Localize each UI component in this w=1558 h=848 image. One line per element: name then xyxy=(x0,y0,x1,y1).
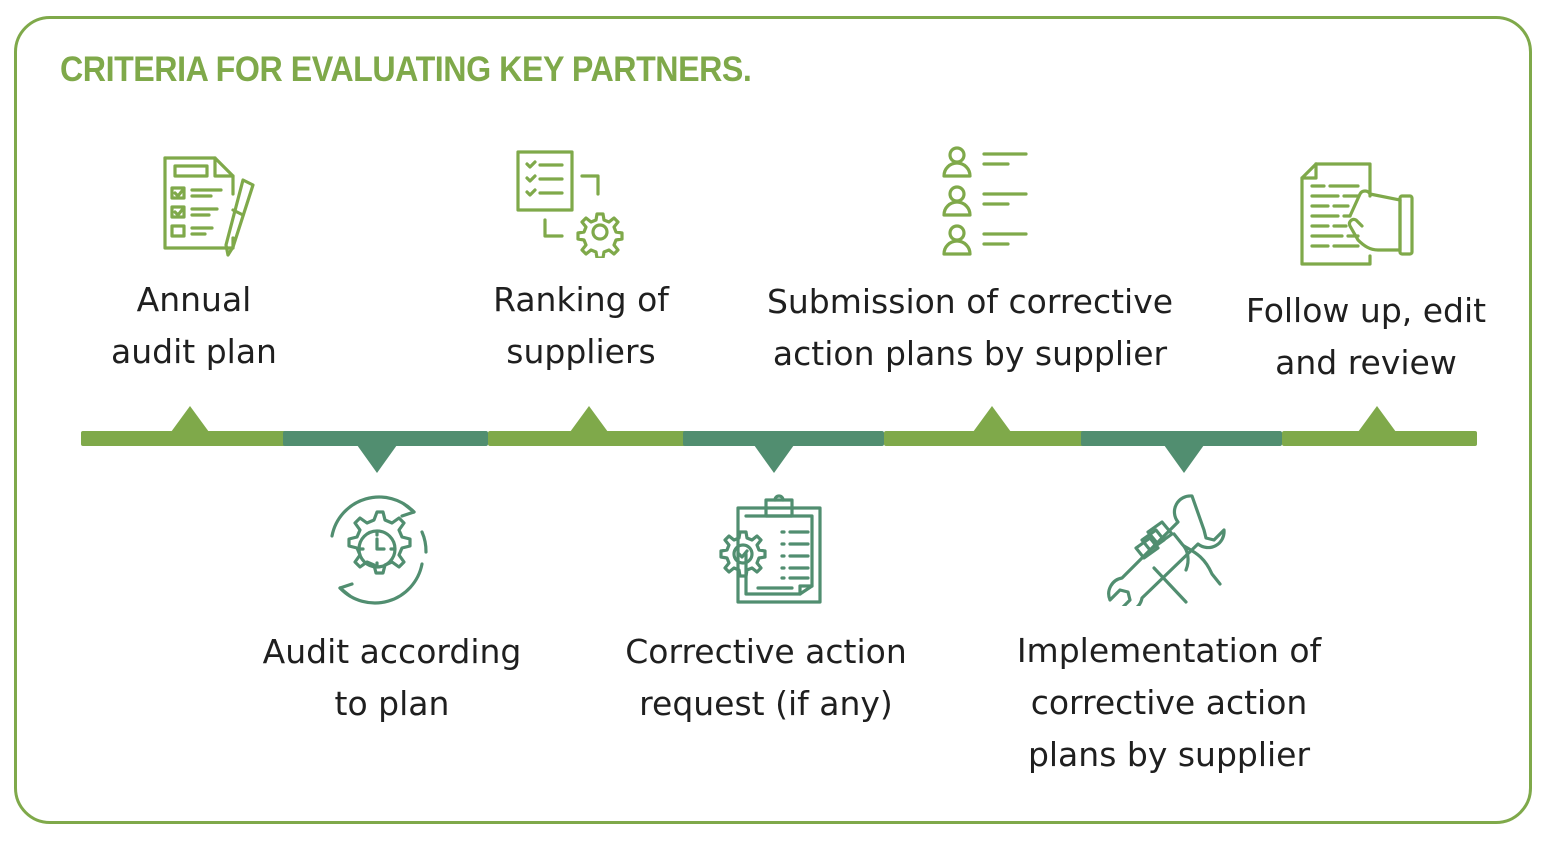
hand-wrench-icon xyxy=(1104,488,1228,606)
bar-segment-4 xyxy=(683,431,884,446)
marker-up-7 xyxy=(1358,406,1396,432)
diagram-frame xyxy=(14,16,1532,824)
step-label-3: Ranking of suppliers xyxy=(493,280,669,371)
marker-down-6 xyxy=(1164,445,1204,473)
step-label-6: Implementation of corrective action plan… xyxy=(1016,631,1322,774)
people-list-icon xyxy=(938,144,1030,258)
step-label-7: Follow up, edit and review xyxy=(1245,291,1487,382)
bar-segment-6 xyxy=(1081,431,1282,446)
diagram-title: CRITERIA FOR EVALUATING KEY PARTNERS. xyxy=(60,50,752,89)
bar-segment-5 xyxy=(884,431,1084,446)
bar-segment-2 xyxy=(283,431,488,446)
marker-down-2 xyxy=(357,445,397,473)
timeline-bar xyxy=(81,431,1477,446)
checklist-gear-icon xyxy=(510,146,628,258)
marker-up-3 xyxy=(570,406,608,432)
marker-up-1 xyxy=(171,406,209,432)
bar-segment-1 xyxy=(81,431,286,446)
step-label-4: Corrective action request (if any) xyxy=(625,632,907,723)
document-hand-icon xyxy=(1298,158,1416,268)
marker-up-5 xyxy=(973,406,1011,432)
step-label-2: Audit according to plan xyxy=(262,632,522,723)
step-label-1: Annual audit plan xyxy=(111,280,277,371)
step-label-5: Submission of corrective action plans by… xyxy=(766,282,1174,373)
marker-down-4 xyxy=(754,445,794,473)
bar-segment-7 xyxy=(1282,431,1477,446)
clipboard-gear-icon xyxy=(712,494,828,606)
gear-clock-cycle-icon xyxy=(318,492,436,608)
audit-checklist-pencil-icon xyxy=(155,152,259,258)
bar-segment-3 xyxy=(488,431,686,446)
